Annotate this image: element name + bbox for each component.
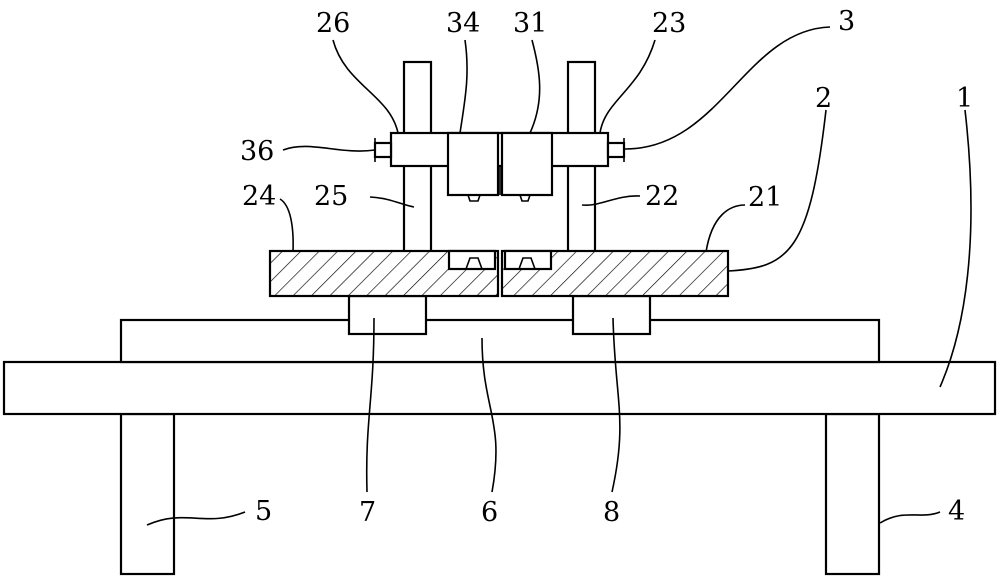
label-23: 23 bbox=[652, 8, 686, 39]
leader-34 bbox=[459, 39, 468, 134]
left-notch-bump bbox=[465, 257, 483, 270]
right-notch-bump bbox=[518, 257, 536, 270]
leader-23 bbox=[599, 39, 656, 134]
leader-21 bbox=[705, 204, 746, 253]
leader-3 bbox=[623, 26, 831, 150]
label-8: 8 bbox=[603, 497, 620, 528]
leader-31 bbox=[529, 39, 541, 134]
label-24: 24 bbox=[242, 181, 276, 212]
label-36: 36 bbox=[240, 136, 274, 167]
left-support-block bbox=[347, 294, 428, 336]
left-adjust-screw bbox=[373, 141, 393, 159]
leader-1 bbox=[939, 109, 972, 388]
label-7: 7 bbox=[359, 497, 376, 528]
left-leg bbox=[119, 412, 176, 576]
right-cutter-tip bbox=[519, 194, 531, 202]
leader-7 bbox=[365, 317, 375, 493]
label-26: 26 bbox=[316, 8, 350, 39]
leader-6 bbox=[481, 337, 497, 493]
leader-2 bbox=[727, 109, 827, 272]
label-6: 6 bbox=[481, 497, 498, 528]
right-leg bbox=[824, 412, 881, 576]
base-plate bbox=[119, 318, 881, 364]
label-31: 31 bbox=[513, 8, 547, 39]
leader-5 bbox=[146, 511, 246, 526]
leader-26 bbox=[332, 39, 399, 134]
right-cutter-block bbox=[500, 131, 554, 197]
label-25: 25 bbox=[314, 181, 348, 212]
leader-25 bbox=[369, 196, 415, 208]
leader-22 bbox=[581, 195, 641, 206]
label-2: 2 bbox=[815, 83, 832, 114]
label-3: 3 bbox=[838, 6, 855, 37]
cross-bar bbox=[389, 131, 610, 168]
right-support-block bbox=[571, 294, 652, 336]
left-cutter-block bbox=[446, 131, 500, 197]
leader-8 bbox=[611, 317, 621, 493]
leader-24 bbox=[279, 198, 294, 253]
label-5: 5 bbox=[255, 496, 272, 527]
left-cutter-tip bbox=[467, 194, 481, 202]
right-adjust-screw bbox=[606, 141, 626, 159]
label-1: 1 bbox=[956, 83, 973, 114]
left-plate-notch bbox=[447, 249, 497, 271]
label-4: 4 bbox=[948, 496, 965, 527]
label-21: 21 bbox=[748, 182, 782, 213]
label-34: 34 bbox=[446, 8, 480, 39]
label-22: 22 bbox=[645, 181, 679, 212]
right-plate-notch bbox=[503, 249, 553, 271]
leader-4 bbox=[879, 511, 941, 524]
leader-36 bbox=[282, 145, 376, 152]
table-top bbox=[2, 360, 997, 416]
